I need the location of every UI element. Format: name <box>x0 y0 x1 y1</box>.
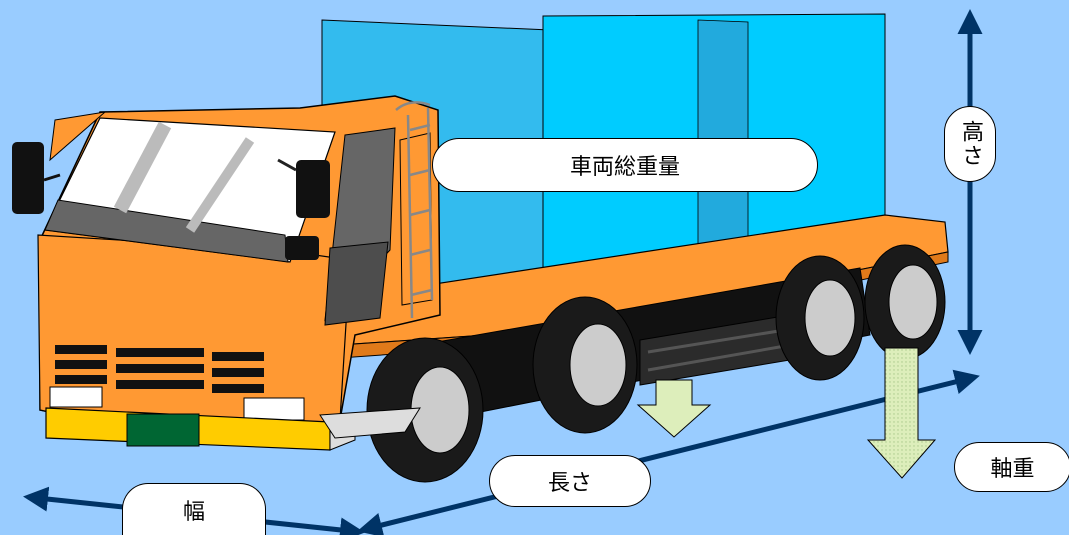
front-wheel <box>366 337 484 483</box>
headlights <box>49 386 305 421</box>
rear-wheel-back <box>864 244 946 360</box>
front-grille <box>55 345 264 393</box>
width-label: 幅 <box>122 483 266 535</box>
rear-wheel-front <box>775 255 865 381</box>
chassis <box>419 267 871 421</box>
load-arrow-middle <box>636 379 712 438</box>
side-mirror-left <box>12 142 61 214</box>
license-plate <box>126 413 200 447</box>
length-label: 長さ <box>489 455 651 507</box>
gross-vehicle-weight-label: 車両総重量 <box>432 138 818 192</box>
axle-load-arrow <box>866 347 937 479</box>
length-dimension-arrow <box>357 369 980 535</box>
axle-weight-text: 軸重 <box>990 457 1035 482</box>
height-text: 高さ <box>958 120 983 168</box>
width-text: 幅 <box>182 499 205 525</box>
gross-vehicle-weight-text: 車両総重量 <box>569 155 680 180</box>
height-label: 高さ <box>944 106 996 182</box>
side-mirror-right <box>277 158 330 260</box>
middle-wheel <box>532 296 638 434</box>
cab-ladder <box>395 101 434 319</box>
axle-weight-label: 軸重 <box>954 442 1069 492</box>
length-text: 長さ <box>547 471 592 496</box>
